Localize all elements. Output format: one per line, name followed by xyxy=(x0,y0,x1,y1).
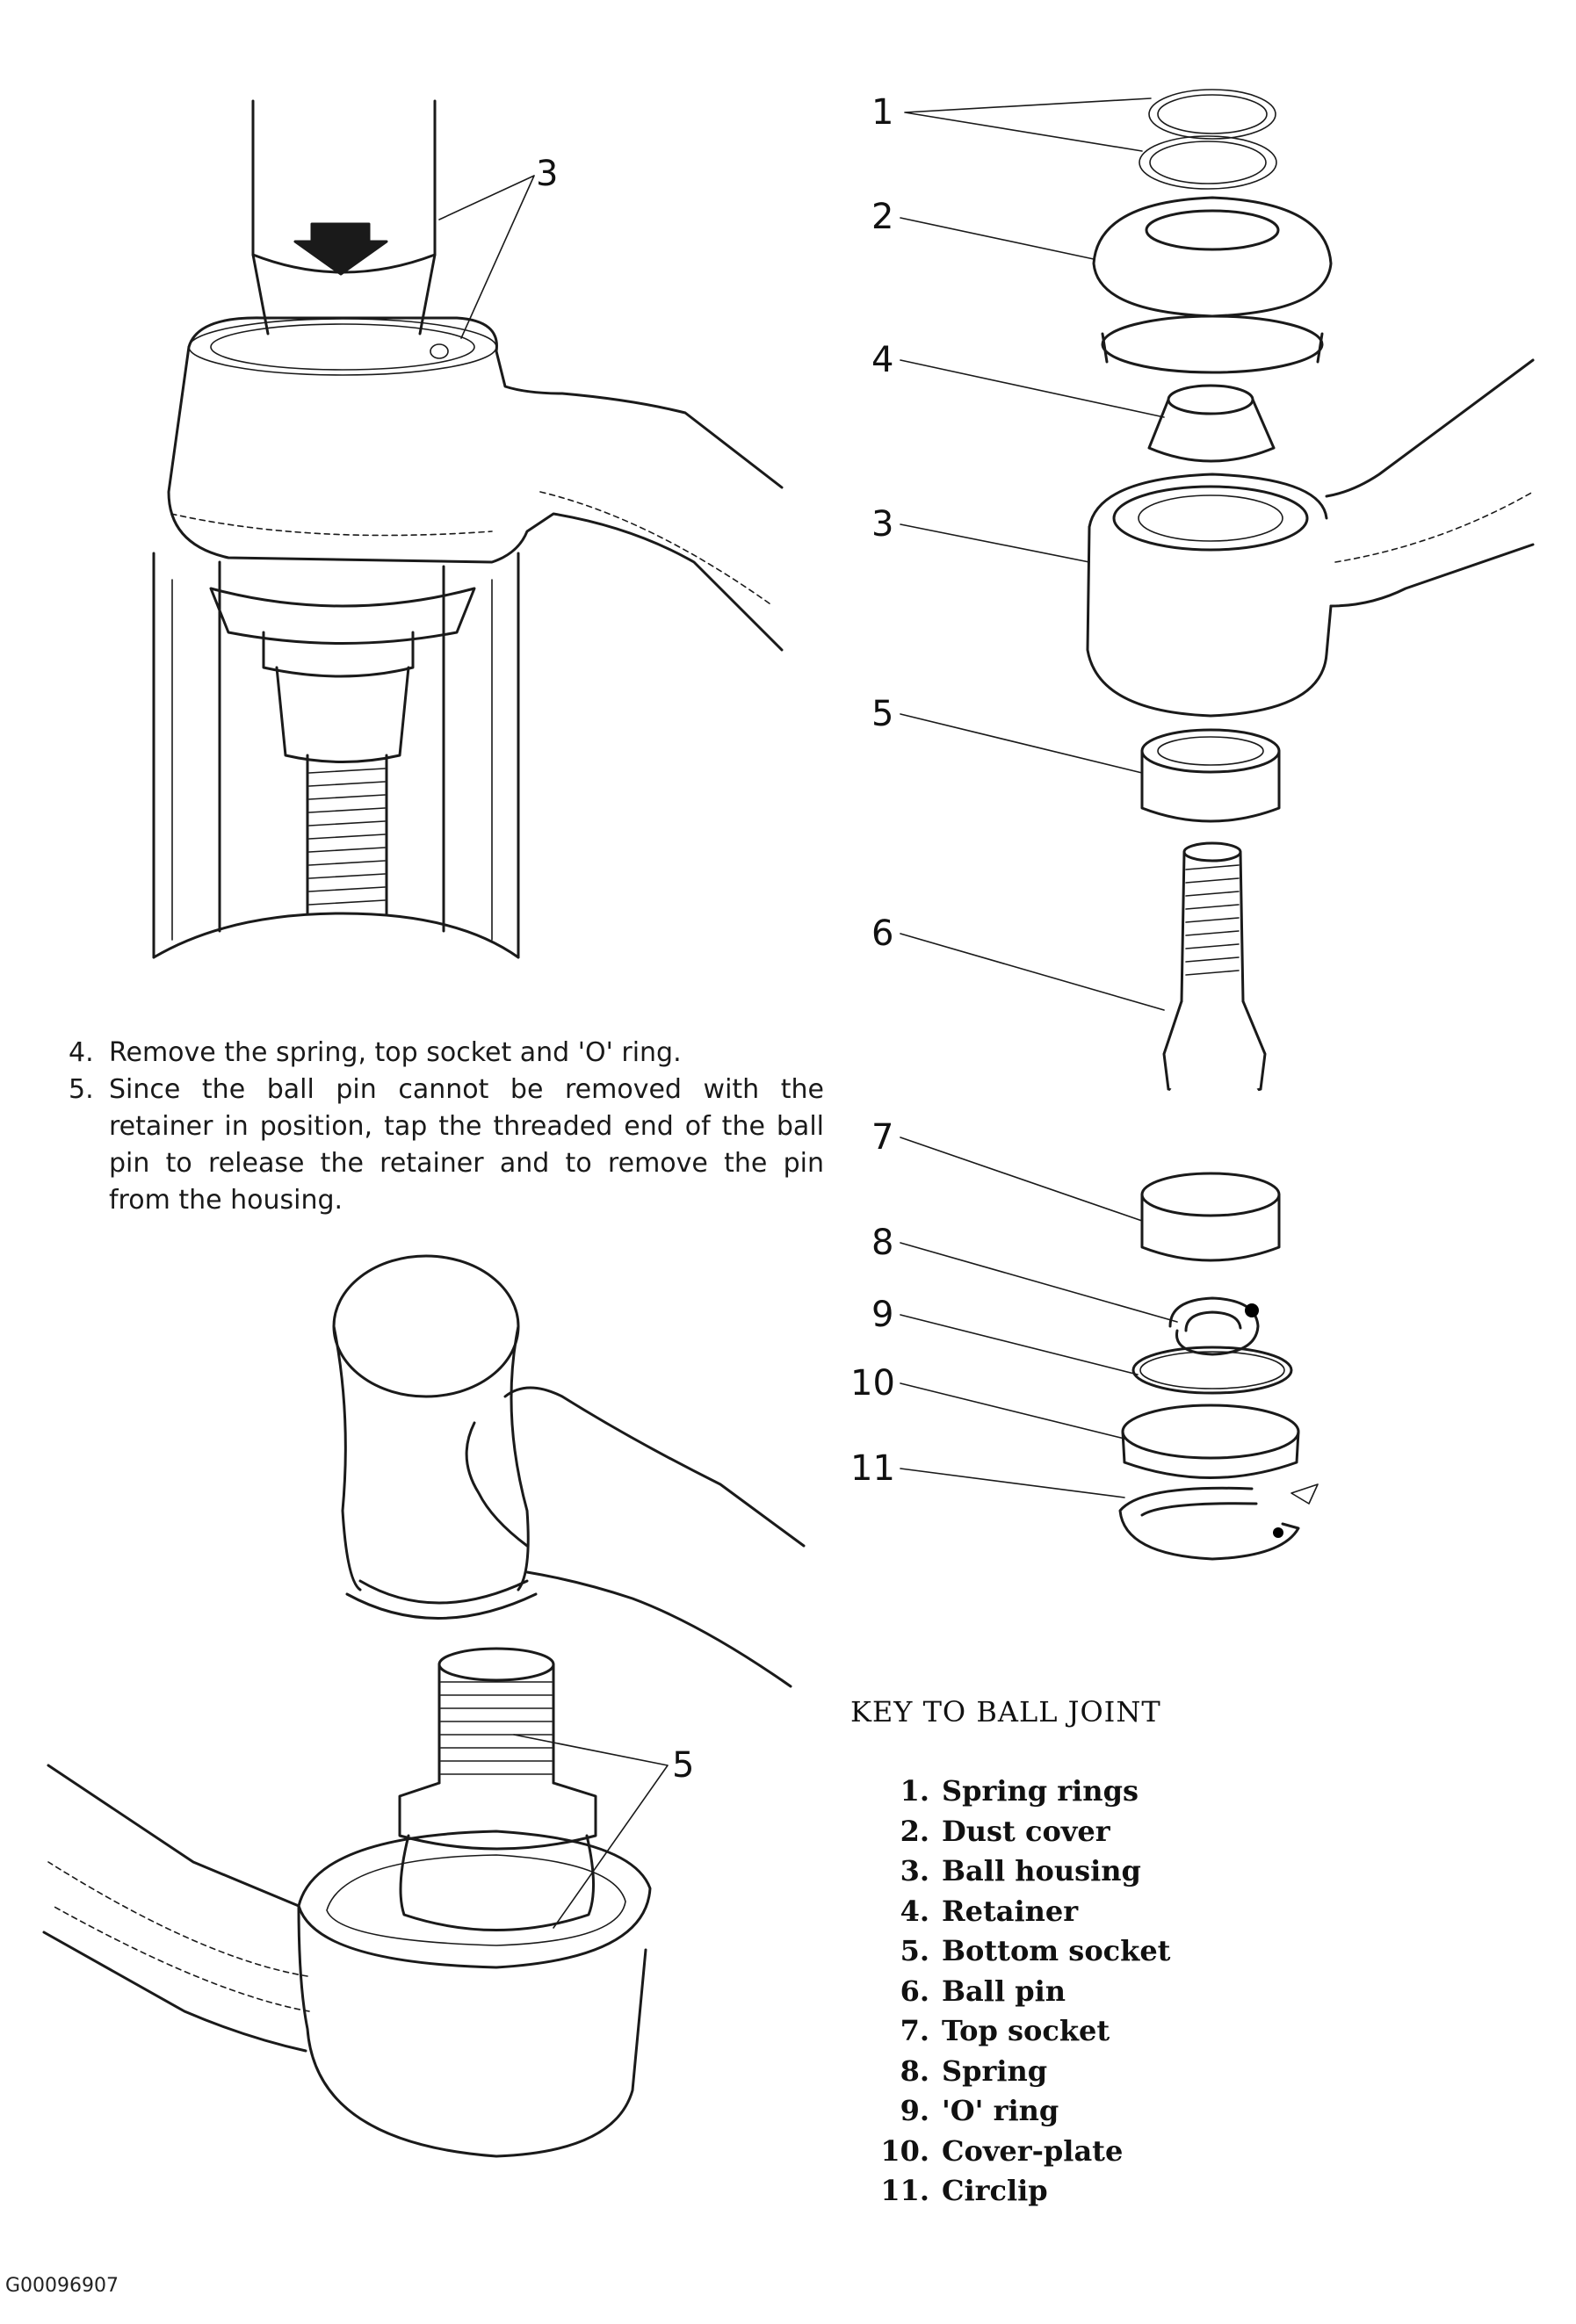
callout-8: 8 xyxy=(871,1223,894,1263)
key-item: 8. Spring xyxy=(849,2052,1170,2092)
key-item-label: 'O' ring xyxy=(942,2094,1059,2127)
key-item-number: 4. xyxy=(900,1894,929,1928)
key-list: 1. Spring rings 2. Dust cover 3. Ball housi… xyxy=(849,1772,1170,2212)
callout-2: 2 xyxy=(871,197,894,237)
key-item-number: 3. xyxy=(900,1854,929,1887)
key-item-label: Circlip xyxy=(942,2174,1048,2207)
callout-1: 1 xyxy=(871,92,894,133)
key-item-label: Bottom socket xyxy=(942,1934,1171,1967)
key-item: 2. Dust cover xyxy=(849,1812,1170,1852)
key-item: 11. Circlip xyxy=(849,2171,1170,2212)
step-text: Remove the spring, top socket and 'O' ri… xyxy=(109,1037,682,1068)
instruction-step: 4. Remove the spring, top socket and 'O'… xyxy=(69,1035,824,1072)
key-item-label: Ball housing xyxy=(942,1854,1141,1887)
key-item-number: 7. xyxy=(900,2014,929,2047)
key-item: 4. Retainer xyxy=(849,1892,1170,1932)
callout-7: 7 xyxy=(871,1117,894,1158)
key-item-label: Spring rings xyxy=(942,1774,1139,1808)
figure-id: G00096907 xyxy=(5,2275,119,2297)
key-item-label: Top socket xyxy=(942,2014,1110,2047)
callout-10: 10 xyxy=(850,1363,895,1404)
callout-5-hammer: 5 xyxy=(672,1745,695,1786)
key-item-number: 6. xyxy=(900,1974,929,2008)
key-item-label: Dust cover xyxy=(942,1814,1110,1848)
callout-9: 9 xyxy=(871,1295,894,1335)
step-number: 4. xyxy=(69,1037,94,1068)
key-item-number: 5. xyxy=(900,1934,929,1967)
callout-6: 6 xyxy=(871,913,894,954)
key-item-number: 11. xyxy=(880,2174,929,2207)
key-item-number: 8. xyxy=(900,2053,929,2088)
key-item: 5. Bottom socket xyxy=(849,1931,1171,1972)
press-illustration xyxy=(152,99,784,959)
hammer-illustration xyxy=(42,1254,806,2158)
callout-5: 5 xyxy=(871,694,894,734)
callout-11: 11 xyxy=(850,1448,895,1489)
key-item: 6. Ball pin xyxy=(849,1972,1170,2012)
key-title: KEY TO BALL JOINT xyxy=(850,1695,1161,1729)
callout-3-press: 3 xyxy=(536,154,559,194)
key-item-label: Retainer xyxy=(942,1894,1079,1928)
key-item-label: Cover-plate xyxy=(942,2133,1124,2168)
instruction-step: 5. Since the ball pin cannot be removed … xyxy=(69,1072,824,1219)
key-item: 9. 'O' ring xyxy=(849,2091,1170,2132)
step-number: 5. xyxy=(69,1074,94,1105)
key-item-number: 2. xyxy=(900,1814,929,1848)
step-text: Since the ball pin cannot be removed wit… xyxy=(109,1074,824,1216)
key-item: 7. Top socket xyxy=(849,2011,1170,2052)
key-item-label: Ball pin xyxy=(942,1974,1066,2008)
callout-4: 4 xyxy=(871,340,894,380)
key-item: 3. Ball housing xyxy=(849,1851,1170,1892)
exploded-view-illustration xyxy=(900,89,1535,1561)
key-item-number: 9. xyxy=(900,2094,929,2127)
key-item-number: 10. xyxy=(880,2133,929,2168)
key-item-label: Spring xyxy=(942,2053,1048,2088)
key-item: 1. Spring rings xyxy=(849,1772,1170,1812)
callout-3: 3 xyxy=(871,504,894,545)
instruction-steps: 4. Remove the spring, top socket and 'O'… xyxy=(69,1035,824,1219)
key-item-number: 1. xyxy=(900,1774,929,1808)
key-item: 10. Cover-plate xyxy=(849,2132,1170,2172)
